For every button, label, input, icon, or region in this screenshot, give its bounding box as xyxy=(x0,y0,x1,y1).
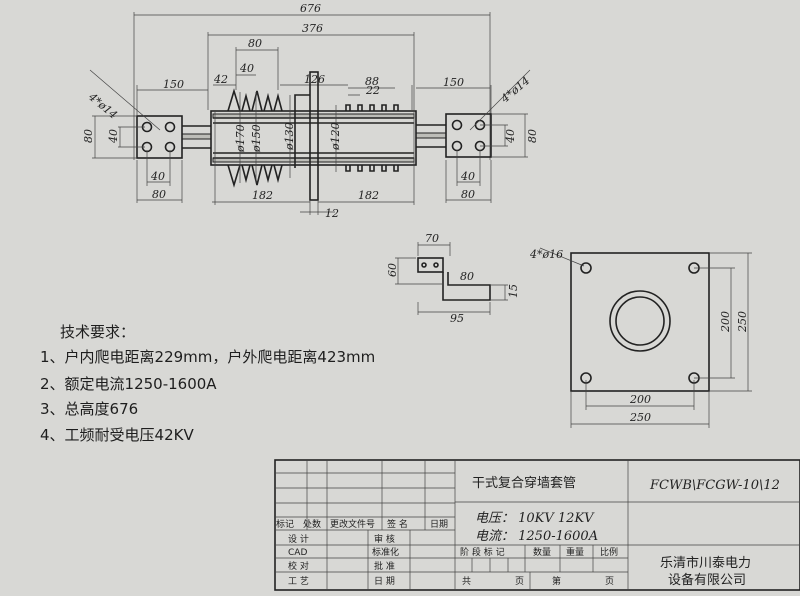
dim-dia-120: ø120 xyxy=(329,122,342,151)
page-unit-label: 页 xyxy=(605,576,614,587)
dim-connector-width: 70 xyxy=(425,232,439,245)
page-number-label: 第 xyxy=(552,575,561,587)
dim-holes-right: 4*ø14 xyxy=(498,74,532,106)
dim-shed-offset: 42 xyxy=(213,73,228,86)
dim-connector-total: 95 xyxy=(450,312,464,325)
dim-connector-thickness: 15 xyxy=(507,284,520,298)
connector-view: 70 60 80 95 15 xyxy=(386,232,520,325)
dim-flange-thickness: 12 xyxy=(325,207,339,220)
dim-plate-width-right: 80 xyxy=(461,188,475,201)
left-terminal-plate xyxy=(136,115,183,159)
dim-shed-span: 80 xyxy=(248,37,262,50)
dim-plate-height-right: 80 xyxy=(526,129,539,143)
rev-header: 更改文件号 xyxy=(330,518,375,530)
right-terminal-plate xyxy=(445,113,492,158)
dim-terminal-right: 150 xyxy=(443,76,464,89)
product-name: 干式复合穿墙套管 xyxy=(472,475,576,491)
dim-flange-hole-spacing-h: 200 xyxy=(629,393,651,406)
dim-body-length: 376 xyxy=(302,22,323,35)
requirement-item: 4、工频耐受电压42KV xyxy=(40,426,194,444)
sign-label: 标准化 xyxy=(372,546,399,558)
rev-header: 日期 xyxy=(430,519,448,530)
page-total-label: 共 xyxy=(462,576,471,587)
rev-header: 处数 xyxy=(303,518,321,530)
dim-dia-170: ø170 xyxy=(234,124,247,153)
dim-connector-foot: 80 xyxy=(460,270,474,283)
title-block: 干式复合穿墙套管 FCWB\FCGW-10\12 电压： 10KV 12KV 电… xyxy=(274,459,800,591)
dim-flange-to-shed: 126 xyxy=(304,73,325,86)
stage-header: 比例 xyxy=(600,546,618,558)
technical-requirements: 技术要求： 1、户内爬电距离229mm，户外爬电距离423mm 2、额定电流12… xyxy=(40,323,375,444)
company-name-line1: 乐清市川泰电力 xyxy=(660,555,751,571)
dim-hole-spacing-v-left: 40 xyxy=(107,129,120,144)
requirement-item: 1、户内爬电距离229mm，户外爬电距离423mm xyxy=(40,348,375,366)
sign-label: 日 期 xyxy=(374,576,395,587)
rated-current: 电流： 1250-1600A xyxy=(475,529,598,544)
dim-hole-spacing-h-right: 40 xyxy=(460,170,475,183)
page-unit-label: 页 xyxy=(515,576,524,587)
dim-plate-height-left: 80 xyxy=(82,129,95,143)
rev-header: 标记 xyxy=(276,518,294,530)
dim-dia-150: ø150 xyxy=(250,124,263,153)
dim-plate-width-left: 80 xyxy=(152,188,166,201)
company-name-line2: 设备有限公司 xyxy=(668,572,746,588)
dim-shed-pitch: 40 xyxy=(239,62,254,75)
rev-header: 签 名 xyxy=(387,518,408,530)
stage-header: 阶 段 标 记 xyxy=(460,546,505,558)
dim-flange-height: 250 xyxy=(736,311,749,333)
sign-label: 批 准 xyxy=(374,560,395,572)
dim-outdoor-shed-span: 88 xyxy=(365,75,379,88)
main-bushing-view: 676 376 80 40 42 126 88 22 150 150 4*ø14… xyxy=(82,2,539,220)
requirement-item: 3、总高度676 xyxy=(40,400,138,418)
dim-hole-spacing-h-left: 40 xyxy=(150,170,165,183)
dim-terminal-left: 150 xyxy=(163,78,184,91)
dim-half-left: 182 xyxy=(252,189,273,202)
dim-flange-hole-spacing-v: 200 xyxy=(719,311,732,333)
requirements-title: 技术要求： xyxy=(60,323,135,341)
sign-label: 校 对 xyxy=(288,560,309,572)
rated-voltage: 电压： 10KV 12KV xyxy=(475,511,595,526)
dim-holes-left: 4*ø14 xyxy=(85,90,119,122)
stage-header: 数量 xyxy=(533,546,551,558)
stage-header: 重量 xyxy=(566,546,584,558)
dim-outdoor-shed-pitch: 22 xyxy=(365,84,380,97)
dim-connector-height: 60 xyxy=(386,263,399,277)
sign-label: 审 核 xyxy=(374,533,395,545)
dim-flange-width: 250 xyxy=(629,411,651,424)
sign-label: 设 计 xyxy=(288,533,309,545)
model-number: FCWB\FCGW-10\12 xyxy=(649,478,780,493)
dim-flange-holes: 4*ø16 xyxy=(529,248,563,261)
dim-dia-130: ø130 xyxy=(283,122,296,151)
dim-overall-length: 676 xyxy=(300,2,321,15)
requirement-item: 2、额定电流1250-1600A xyxy=(40,375,217,393)
sign-label: CAD xyxy=(288,548,307,558)
sign-label: 工 艺 xyxy=(288,576,309,587)
dim-hole-spacing-v-right: 40 xyxy=(504,129,517,144)
dim-half-right: 182 xyxy=(358,189,379,202)
flange-plate-view: 4*ø16 200 250 200 250 xyxy=(529,247,752,428)
